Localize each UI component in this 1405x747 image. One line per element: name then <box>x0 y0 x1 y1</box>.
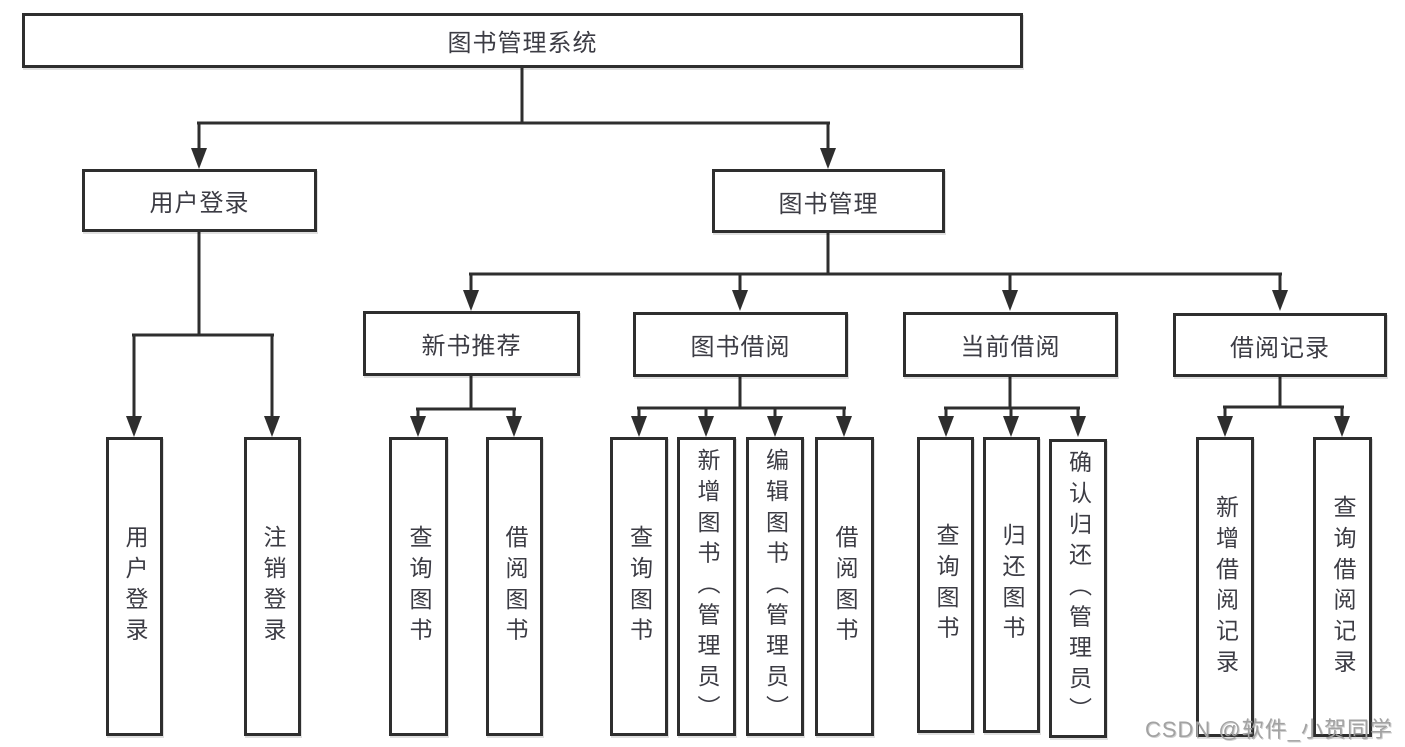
node-label: 图书管理系统 <box>447 30 598 57</box>
node-label: 用户登录 <box>122 524 148 649</box>
arrowhead-icon <box>1002 290 1018 311</box>
arrowhead-icon <box>938 416 954 437</box>
node-label: 借阅记录 <box>1230 334 1330 362</box>
node-label: 查询借阅记录 <box>1330 494 1356 680</box>
node-label: 新增借阅记录 <box>1212 494 1239 680</box>
arrowhead-icon <box>463 290 479 311</box>
arrowhead-icon <box>410 416 426 437</box>
node-leaf-confirm-return-admin: 确认归还（管理员） <box>1049 439 1107 738</box>
node-leaf-query-books-1: 查询图书 <box>389 437 448 736</box>
arrowhead-icon <box>698 416 714 437</box>
node-label: 借阅图书 <box>832 524 858 649</box>
arrowhead-icon <box>1272 290 1288 311</box>
node-label: 编辑图书（管理员） <box>762 447 789 726</box>
arrowhead-icon <box>1334 416 1350 437</box>
node-label: 当前借阅 <box>960 334 1061 361</box>
node-label: 图书借阅 <box>690 334 791 361</box>
node-module-book-management: 图书管理 <box>712 169 945 233</box>
node-feature-current-borrow: 当前借阅 <box>903 312 1118 377</box>
node-label: 查询图书 <box>626 524 653 649</box>
node-feature-borrow-records: 借阅记录 <box>1173 313 1387 377</box>
node-module-user-login: 用户登录 <box>82 169 317 232</box>
arrowhead-icon <box>1070 416 1086 437</box>
node-label: 新书推荐 <box>421 333 522 360</box>
node-label: 新增图书（管理员） <box>694 447 720 726</box>
node-leaf-query-books-3: 查询图书 <box>917 437 974 733</box>
arrowhead-icon <box>836 416 852 437</box>
node-label: 查询图书 <box>933 523 959 647</box>
node-leaf-logout: 注销登录 <box>244 437 301 736</box>
node-leaf-add-books-admin: 新增图书（管理员） <box>677 437 736 736</box>
node-label: 查询图书 <box>406 524 432 649</box>
node-label: 用户登录 <box>149 190 250 217</box>
node-label: 注销登录 <box>260 524 286 649</box>
arrowhead-icon <box>732 290 748 311</box>
node-feature-book-borrow: 图书借阅 <box>633 312 848 377</box>
arrowhead-icon <box>126 416 142 437</box>
node-leaf-borrow-books-1: 借阅图书 <box>486 437 543 736</box>
arrowhead-icon <box>767 416 783 437</box>
arrowhead-icon <box>631 416 647 437</box>
node-leaf-return-books: 归还图书 <box>983 437 1040 733</box>
arrowhead-icon <box>191 148 207 169</box>
csdn-watermark: CSDN @软件_小贺同学 <box>1144 717 1393 742</box>
node-leaf-borrow-books-2: 借阅图书 <box>815 437 874 736</box>
arrowhead-icon <box>1217 416 1233 437</box>
node-leaf-query-borrow-record: 查询借阅记录 <box>1313 437 1372 737</box>
node-system-root: 图书管理系统 <box>22 13 1023 68</box>
node-leaf-add-borrow-record: 新增借阅记录 <box>1196 437 1254 737</box>
arrowhead-icon <box>1003 416 1019 437</box>
node-label: 归还图书 <box>999 523 1025 647</box>
node-label: 图书管理 <box>778 190 879 218</box>
node-leaf-edit-books-admin: 编辑图书（管理员） <box>746 437 804 736</box>
node-leaf-query-books-2: 查询图书 <box>610 437 668 736</box>
node-label: 借阅图书 <box>502 524 528 649</box>
node-label: 确认归还（管理员） <box>1065 449 1092 728</box>
arrowhead-icon <box>506 416 522 437</box>
arrowhead-icon <box>264 416 280 437</box>
node-leaf-user-login: 用户登录 <box>106 437 163 736</box>
node-feature-new-book-recommend: 新书推荐 <box>363 311 580 376</box>
arrowhead-icon <box>820 148 836 169</box>
